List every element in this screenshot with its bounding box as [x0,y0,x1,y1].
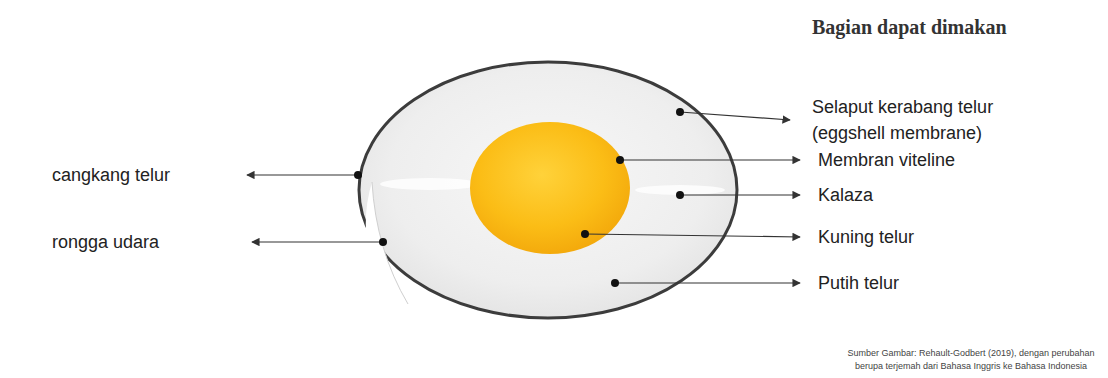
leader-line [247,174,358,175]
part-label: Putih telur [818,270,899,296]
heading: Bagian dapat dimakan [812,16,1007,39]
leader-line [252,241,383,242]
leader-line [680,112,790,120]
source-caption: Sumber Gambar: Rehault-Godbert (2019), d… [840,347,1102,372]
part-label: rongga udara [52,229,159,255]
part-label: Selaput kerabang telur (eggshell membran… [812,94,1040,146]
leader-line [620,159,800,160]
egg-shell [359,62,737,318]
part-label: Membran viteline [818,147,955,173]
leader-line [585,234,800,237]
leader-dot [354,171,362,179]
air-cell [366,182,408,304]
part-label: Kalaza [818,182,873,208]
leader-dot [676,108,684,116]
albumen-shine [380,178,480,190]
air-cell-edge [372,182,408,304]
part-label: Kuning telur [818,224,914,250]
egg [359,62,737,318]
leader-line [615,282,800,283]
leader-dot [616,156,624,164]
leader-lines [247,112,800,283]
leader-dot [611,279,619,287]
part-label: cangkang telur [52,162,170,188]
leader-dot [581,230,589,238]
leader-dot [379,238,387,246]
leader-dot [676,191,684,199]
leader-line [680,194,800,195]
leader-dots [354,108,684,287]
